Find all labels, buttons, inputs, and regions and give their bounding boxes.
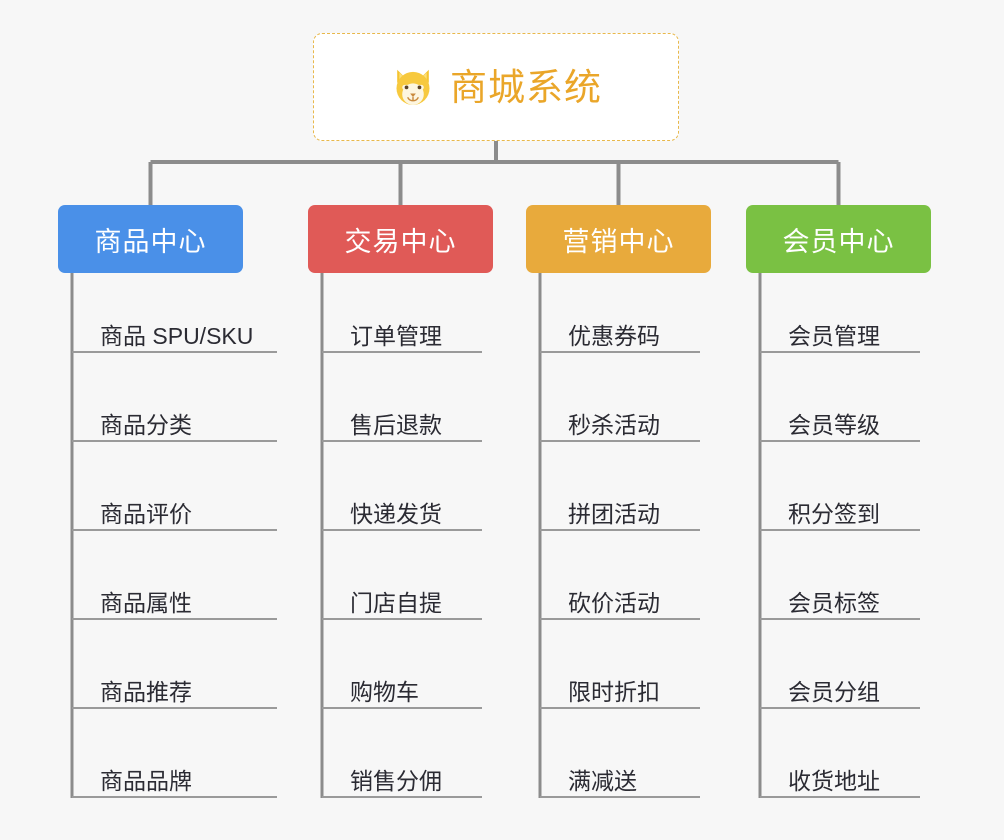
leaf-item[interactable]: 会员分组 xyxy=(760,661,920,709)
leaf-item[interactable]: 快递发货 xyxy=(322,483,482,531)
shiba-dog-icon xyxy=(396,69,430,105)
leaf-item-label: 商品分类 xyxy=(100,411,192,438)
leaf-item-label: 快递发货 xyxy=(350,500,442,527)
root-node[interactable]: 商城系统 xyxy=(313,33,679,141)
leaf-item[interactable]: 售后退款 xyxy=(322,394,482,442)
leaf-item[interactable]: 砍价活动 xyxy=(540,572,700,620)
leaf-item-label: 会员等级 xyxy=(788,411,880,438)
category-label: 商品中心 xyxy=(94,226,207,257)
leaf-item-label: 商品推荐 xyxy=(100,678,192,705)
leaf-item[interactable]: 会员管理 xyxy=(760,305,920,353)
leaf-item-label: 商品属性 xyxy=(100,589,192,616)
category-box-4[interactable]: 会员中心 xyxy=(746,205,931,273)
leaf-item-label: 商品 SPU/SKU xyxy=(100,322,254,349)
leaf-item-label: 优惠券码 xyxy=(568,322,660,349)
leaf-item[interactable]: 收货地址 xyxy=(760,750,920,798)
leaf-item[interactable]: 购物车 xyxy=(322,661,482,709)
leaf-item[interactable]: 限时折扣 xyxy=(540,661,700,709)
category-box-2[interactable]: 交易中心 xyxy=(308,205,493,273)
category-label: 营销中心 xyxy=(562,226,675,257)
leaf-item-label: 秒杀活动 xyxy=(568,411,660,438)
leaf-item-label: 门店自提 xyxy=(350,589,442,616)
leaf-item-label: 收货地址 xyxy=(788,767,880,794)
leaf-item-label: 满减送 xyxy=(568,767,637,794)
category-label: 交易中心 xyxy=(344,226,457,257)
leaf-item-label: 砍价活动 xyxy=(568,589,660,616)
leaf-item-label: 会员分组 xyxy=(788,678,880,705)
leaf-item[interactable]: 优惠券码 xyxy=(540,305,700,353)
leaf-item-label: 销售分佣 xyxy=(350,767,442,794)
leaf-item-label: 会员管理 xyxy=(788,322,880,349)
leaf-item[interactable]: 会员标签 xyxy=(760,572,920,620)
root-node-label: 商城系统 xyxy=(450,66,602,108)
leaf-item[interactable]: 商品属性 xyxy=(72,572,277,620)
leaf-item-label: 商品品牌 xyxy=(100,767,192,794)
leaf-item[interactable]: 商品品牌 xyxy=(72,750,277,798)
leaf-item-label: 订单管理 xyxy=(350,322,442,349)
leaf-item-label: 商品评价 xyxy=(100,500,192,527)
leaf-item-label: 会员标签 xyxy=(788,589,880,616)
leaf-item[interactable]: 商品评价 xyxy=(72,483,277,531)
leaf-item[interactable]: 积分签到 xyxy=(760,483,920,531)
leaf-item[interactable]: 商品推荐 xyxy=(72,661,277,709)
leaf-item-label: 积分签到 xyxy=(788,500,880,527)
leaf-item[interactable]: 拼团活动 xyxy=(540,483,700,531)
leaf-item[interactable]: 门店自提 xyxy=(322,572,482,620)
leaf-item-label: 拼团活动 xyxy=(568,500,660,527)
leaf-item[interactable]: 会员等级 xyxy=(760,394,920,442)
category-box-3[interactable]: 营销中心 xyxy=(526,205,711,273)
leaf-item-label: 售后退款 xyxy=(350,411,442,438)
category-label: 会员中心 xyxy=(782,226,895,257)
leaf-item[interactable]: 商品分类 xyxy=(72,394,277,442)
leaf-item[interactable]: 订单管理 xyxy=(322,305,482,353)
leaf-item[interactable]: 商品 SPU/SKU xyxy=(72,305,277,353)
leaf-item-label: 限时折扣 xyxy=(568,678,660,705)
leaf-item-label: 购物车 xyxy=(350,678,419,705)
category-box-1[interactable]: 商品中心 xyxy=(58,205,243,273)
leaf-item[interactable]: 秒杀活动 xyxy=(540,394,700,442)
leaf-item[interactable]: 销售分佣 xyxy=(322,750,482,798)
leaf-item[interactable]: 满减送 xyxy=(540,750,700,798)
